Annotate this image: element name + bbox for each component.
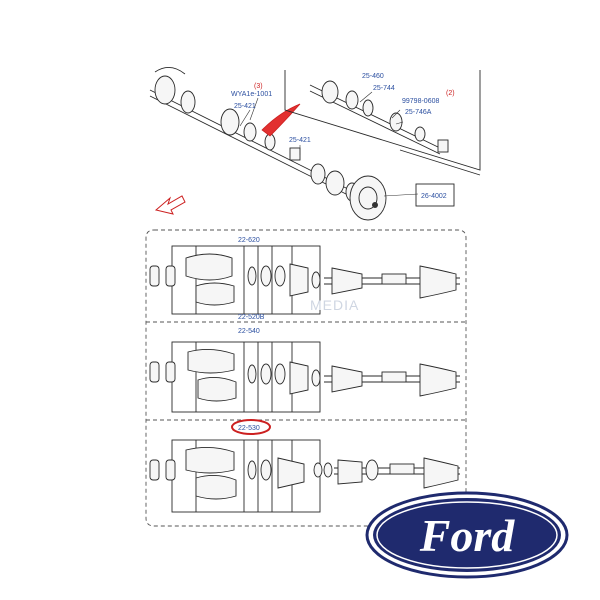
kit-panel-3: 22-530 [149,419,460,513]
label-top-right-b: 99798-0608 [402,98,439,105]
top-assembly: WYA1e-1001 (3) 25-421 25-421 25-460 25-7… [149,67,481,221]
label-top-left-b: 25-421 [234,103,256,110]
label-panel1-top: 22-620 [238,237,260,244]
label-top-right-cut: 25-460 [362,73,384,80]
label-top-left-a: WYA1e-1001 [231,91,272,98]
label-panel3-top: 22-530 [238,425,260,432]
label-panel1-bottom: 22-520B [238,314,265,321]
label-top-right-c: 25-746A [405,109,432,116]
label-panel2-top: 22-540 [238,328,260,335]
label-top-left-circle: (3) [254,83,263,90]
kit-panel-2: 22-540 [149,328,460,413]
label-top-center: 25-421 [289,137,311,144]
kit-panel-1: 22-620 22-520B [149,237,460,321]
label-top-right-a: 25-744 [373,85,395,92]
watermark: MEDIA [310,297,359,313]
ford-logo-text: Ford [419,510,516,561]
label-top-right-circle: (2) [446,90,455,97]
highlight-circle [231,419,271,435]
label-hub: 26-4002 [421,193,447,200]
ford-logo: Ford [365,491,569,579]
